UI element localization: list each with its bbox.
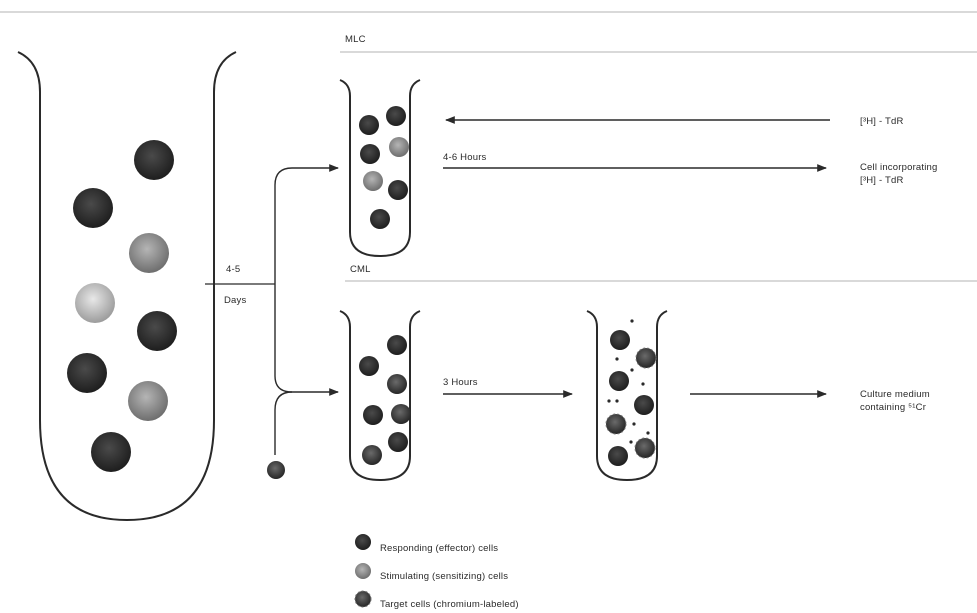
responding-cell — [388, 180, 408, 200]
target-feed-connector — [274, 391, 293, 455]
responding-cell — [360, 144, 380, 164]
mlc-duration-label: 4-6 Hours — [443, 152, 487, 163]
culture-tube — [17, 51, 237, 522]
target-cell-feed — [267, 461, 285, 479]
target-cell — [391, 404, 411, 424]
cml-tube-2 — [586, 310, 668, 482]
legend: Responding (effector) cells Stimulating … — [354, 534, 519, 610]
target-cell — [387, 374, 407, 394]
responding-cell — [386, 106, 406, 126]
stimulating-cell — [75, 283, 115, 323]
responding-cell — [359, 356, 379, 376]
stimulating-cell — [363, 171, 383, 191]
mlc-reagent-label: [³H] - TdR — [860, 116, 904, 127]
mlc-tube — [339, 79, 421, 258]
responding-cell — [634, 395, 654, 415]
responding-cell — [363, 405, 383, 425]
responding-cell — [91, 432, 131, 472]
mlc-tube-cells — [359, 106, 409, 229]
target-cell — [362, 445, 382, 465]
legend-responding-swatch — [355, 534, 371, 550]
days-unit: Days — [224, 295, 246, 306]
legend-target-label: Target cells (chromium-labeled) — [380, 599, 519, 610]
responding-cell — [609, 371, 629, 391]
cml-tube-2-cells — [605, 319, 657, 466]
legend-target-swatch — [354, 590, 372, 608]
cml-tube-1 — [339, 310, 421, 482]
mlc-label: MLC — [345, 34, 366, 45]
lysed-target-cell — [605, 413, 627, 435]
responding-cell — [137, 311, 177, 351]
stimulating-cell — [128, 381, 168, 421]
mlc-result-line2: [³H] - TdR — [860, 175, 904, 186]
legend-stimulating-swatch — [355, 563, 371, 579]
responding-cell — [359, 115, 379, 135]
branch-connector-lower — [274, 375, 339, 396]
legend-item-target: Target cells (chromium-labeled) — [354, 590, 519, 610]
released-chromium-dots — [607, 319, 650, 444]
legend-item-responding: Responding (effector) cells — [355, 534, 498, 554]
cml-label: CML — [350, 264, 371, 275]
days-number: 4-5 — [226, 264, 240, 275]
culture-tube-cells — [67, 140, 177, 472]
responding-cell — [388, 432, 408, 452]
lysed-target-cell — [634, 437, 656, 459]
cml-result-line2: containing ⁵¹Cr — [860, 402, 926, 413]
mlc-result-line1: Cell incorporating — [860, 162, 938, 173]
legend-responding-label: Responding (effector) cells — [380, 543, 498, 554]
responding-cell — [67, 353, 107, 393]
responding-cell — [370, 209, 390, 229]
cml-tube-1-cells — [359, 335, 411, 465]
legend-stimulating-label: Stimulating (sensitizing) cells — [380, 571, 508, 582]
responding-cell — [73, 188, 113, 228]
stimulating-cell — [129, 233, 169, 273]
branch-connector — [274, 164, 339, 186]
responding-cell — [387, 335, 407, 355]
legend-item-stimulating: Stimulating (sensitizing) cells — [355, 563, 508, 582]
stimulating-cell — [389, 137, 409, 157]
responding-cell — [608, 446, 628, 466]
responding-cell — [610, 330, 630, 350]
responding-cell — [134, 140, 174, 180]
cml-result-line1: Culture medium — [860, 389, 930, 400]
cml-duration-label: 3 Hours — [443, 377, 478, 388]
lysed-target-cell — [635, 347, 657, 369]
